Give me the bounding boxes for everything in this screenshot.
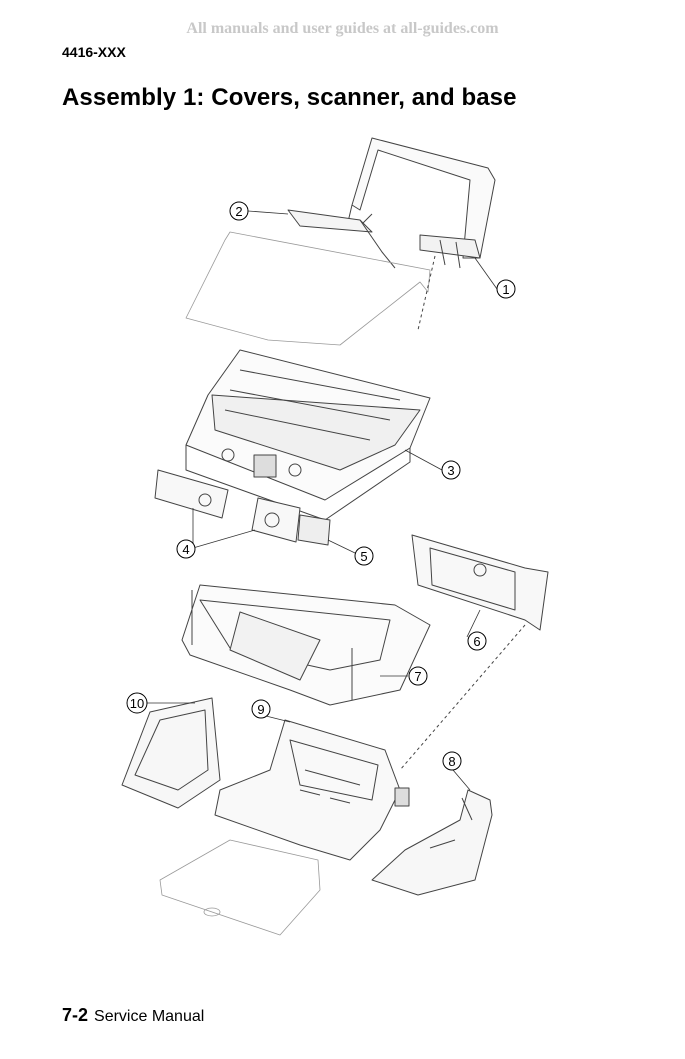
page-title: Assembly 1: Covers, scanner, and base — [62, 84, 517, 111]
part-scanner-unit — [185, 349, 431, 521]
part-glass-pad — [185, 231, 431, 346]
page-number: 7-2 — [62, 1005, 89, 1025]
svg-text:10: 10 — [130, 696, 144, 711]
svg-text:7: 7 — [414, 669, 421, 684]
part-scanner-cover — [287, 209, 396, 269]
callout-5: 5 — [354, 546, 374, 566]
part-control-panel-right — [251, 497, 301, 543]
part-control-panel-left — [154, 469, 229, 519]
part-chassis — [214, 719, 410, 861]
svg-text:5: 5 — [360, 549, 367, 564]
callout-9: 9 — [251, 699, 271, 719]
callout-7: 7 — [408, 666, 428, 686]
exploded-parts-diagram: 2 1 3 4 5 6 7 10 9 8 — [121, 137, 549, 936]
part-right-side-cover — [371, 789, 493, 896]
callout-10: 10 — [126, 692, 148, 714]
part-left-side-cover — [121, 697, 221, 809]
svg-text:2: 2 — [235, 204, 242, 219]
page-footer: 7-2 Service Manual — [62, 1005, 204, 1026]
callout-4: 4 — [176, 539, 196, 559]
svg-text:1: 1 — [502, 282, 509, 297]
callout-1: 1 — [496, 279, 516, 299]
svg-text:4: 4 — [182, 542, 189, 557]
part-display-bezel — [297, 514, 331, 546]
part-adf-tray — [347, 137, 496, 269]
watermark: All manuals and user guides at all-guide… — [186, 20, 499, 37]
doc-code: 4416-XXX — [62, 44, 126, 60]
callout-2: 2 — [229, 201, 249, 221]
svg-text:8: 8 — [448, 754, 455, 769]
part-rear-cover — [411, 534, 549, 631]
part-base-tray — [181, 584, 431, 706]
svg-text:9: 9 — [257, 702, 264, 717]
callout-3: 3 — [441, 460, 461, 480]
svg-text:3: 3 — [447, 463, 454, 478]
callout-6: 6 — [467, 631, 487, 651]
footer-label: Service Manual — [94, 1008, 205, 1025]
callout-8: 8 — [442, 751, 462, 771]
part-bottom-plate — [159, 839, 321, 936]
svg-text:6: 6 — [473, 634, 480, 649]
